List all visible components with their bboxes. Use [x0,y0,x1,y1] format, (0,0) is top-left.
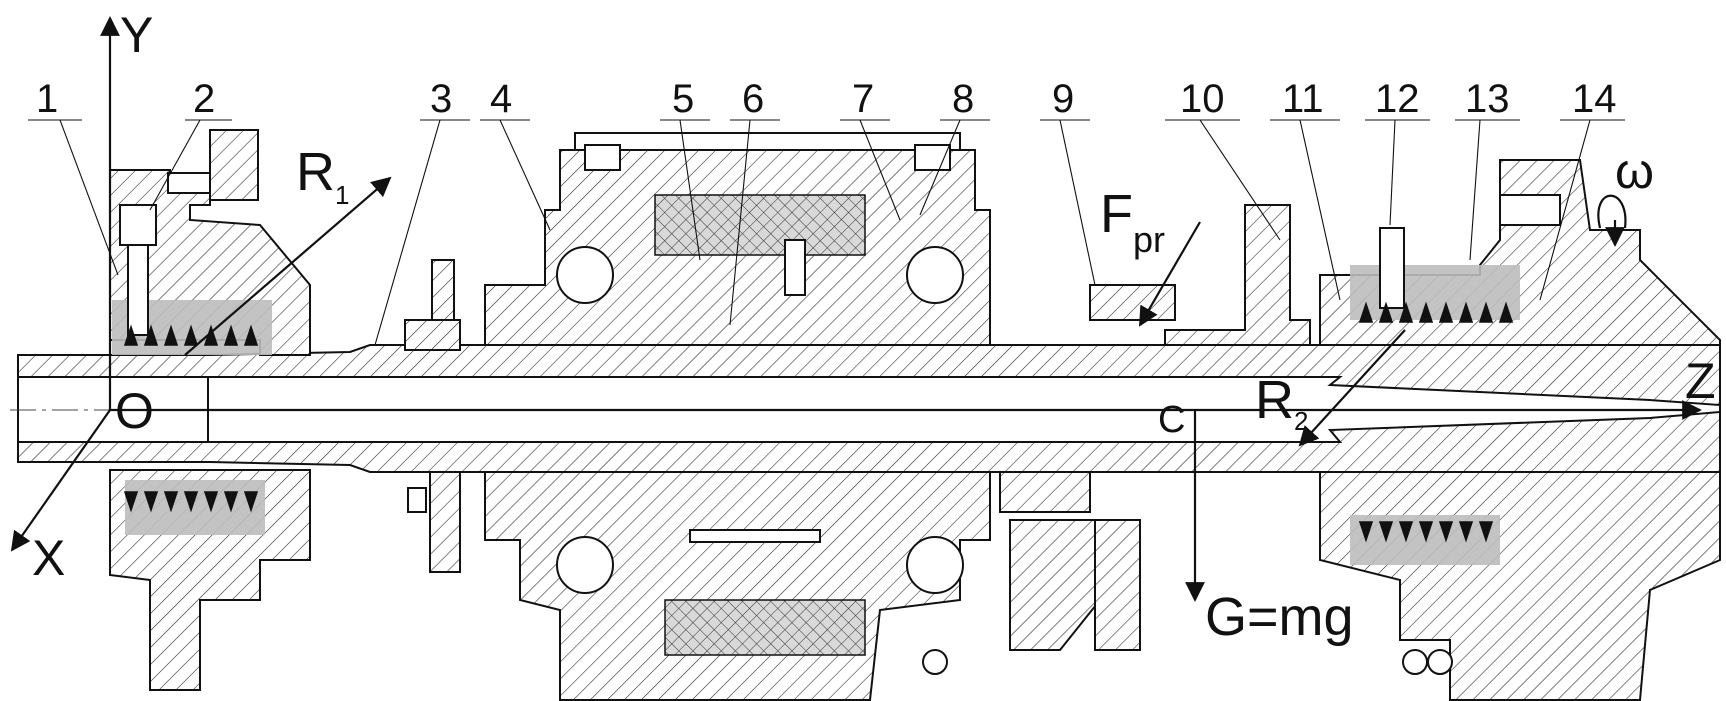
right-housing [922,159,1721,701]
part-label-6: 6 [742,77,764,121]
part-label-12: 12 [1375,77,1420,121]
omega-label: ω [1615,143,1654,199]
part-label-1: 1 [36,77,58,121]
part-label-7: 7 [852,77,874,121]
collar-part-3 [404,259,461,573]
rotation-arrow [1597,194,1627,229]
part-number-labels: 1 2 3 4 5 6 7 8 9 10 11 12 13 14 [36,77,1617,121]
r2-force-arrow [1298,329,1406,447]
part-label-14: 14 [1572,77,1617,121]
part-label-2: 2 [193,77,215,121]
left-spring-pack-top [123,324,259,346]
part-label-5: 5 [672,77,694,121]
force-vectors: R1 R2 Fpr G=mg C ω [184,142,1654,647]
coordinate-axes: Y Z X O [10,7,1716,586]
fpr-label: Fpr [1100,184,1165,260]
x-axis-label: X [32,530,65,586]
gravity-label: G=mg [1205,587,1354,647]
part-label-4: 4 [490,77,512,121]
right-spring-pack-top [1358,301,1514,323]
right-spring-pack-bottom [1358,521,1494,543]
z-axis-label: Z [1685,353,1716,409]
part-label-8: 8 [952,77,974,121]
spindle-shaft [10,344,1721,473]
r2-label: R2 [1255,370,1308,436]
r1-label: R1 [296,142,349,210]
r1-force-arrow [184,176,392,356]
left-housing [109,129,311,691]
part-label-3: 3 [430,77,452,121]
leader-lines [28,119,1625,346]
part-label-9: 9 [1052,77,1074,121]
fpr-force-arrow [1139,221,1201,327]
left-spring-pack-bottom [123,491,259,513]
x-axis-line [10,409,111,552]
y-axis-label: Y [120,7,153,63]
center-of-mass-label: C [1158,399,1185,441]
origin-label: O [115,383,154,439]
part-label-10: 10 [1180,77,1225,121]
part-label-11: 11 [1282,77,1324,121]
part-label-13: 13 [1465,77,1510,121]
gear-part-9-10 [999,204,1311,651]
